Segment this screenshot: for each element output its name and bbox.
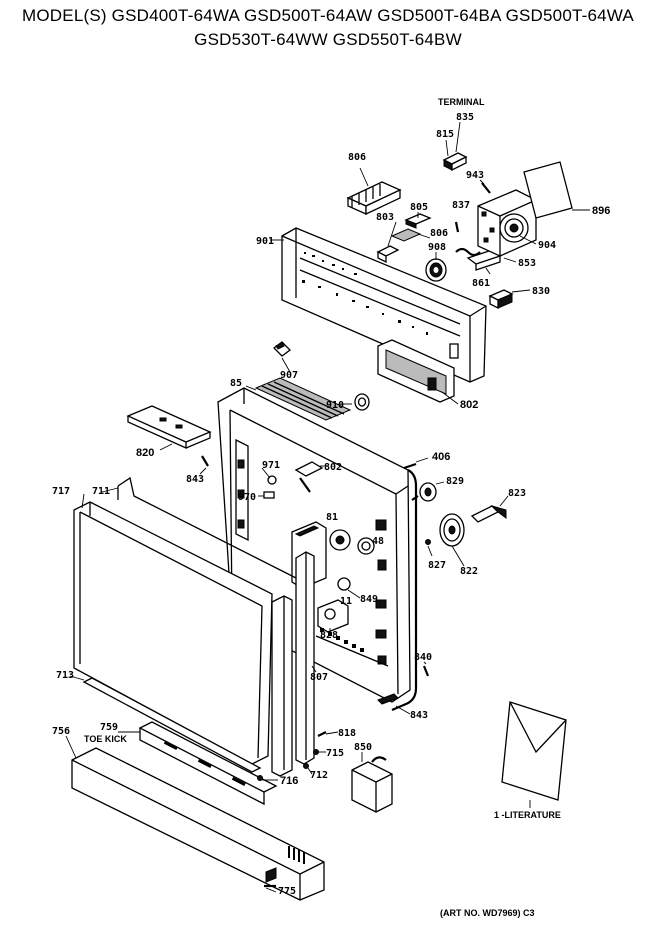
label-711: 711: [92, 486, 110, 497]
label-943: 943: [466, 170, 484, 181]
label-815: 815: [436, 129, 454, 140]
label-843-left: 843: [186, 474, 204, 485]
clip-907: [273, 341, 291, 357]
window-802: [377, 339, 455, 403]
bracket-850: [351, 756, 393, 813]
label-827: 827: [428, 560, 446, 571]
label-849: 849: [360, 594, 378, 605]
label-843-bottom: 843: [410, 710, 428, 721]
screw-818: [317, 731, 327, 737]
switch-830: [488, 289, 514, 310]
label-807: 807: [310, 672, 328, 683]
trim-strip-713: [82, 677, 262, 773]
label-820: 820: [136, 447, 154, 459]
label-756: 756: [52, 726, 70, 737]
label-11: 11: [340, 596, 352, 607]
label-896: 896: [592, 205, 610, 217]
label-823: 823: [508, 488, 526, 499]
label-literature: 1 -LITERATURE: [494, 810, 561, 820]
label-802-latch: 802: [324, 462, 342, 473]
terminal-cap-815: [442, 152, 468, 172]
label-910: 910: [326, 400, 344, 411]
label-775: 775: [278, 886, 296, 897]
label-406: 406: [432, 451, 450, 463]
label-81: 81: [326, 512, 338, 523]
label-713: 713: [56, 670, 74, 681]
label-830: 830: [532, 286, 550, 297]
toe-kick-panel-756: [71, 747, 325, 901]
switch-805: [404, 213, 432, 229]
label-840: 840: [414, 652, 432, 663]
screw-943: [481, 182, 491, 194]
screw-716: [257, 775, 263, 781]
label-803: 803: [376, 212, 394, 223]
label-970: 970: [238, 492, 256, 503]
timer-904: [477, 189, 537, 257]
label-907: 907: [280, 370, 298, 381]
outer-door-panel-717: [73, 476, 301, 765]
label-85: 85: [230, 378, 242, 389]
label-835: 835: [456, 112, 474, 123]
art-number: (ART NO. WD7969) C3: [440, 908, 535, 918]
screw-843-left: [201, 455, 209, 467]
shaft-823: [470, 504, 507, 523]
label-716: 716: [280, 775, 298, 787]
label-759: 759: [100, 722, 118, 733]
bracket-820: [126, 405, 212, 450]
label-901: 901: [256, 236, 274, 247]
control-panel-901: [281, 227, 487, 383]
label-908: 908: [428, 242, 446, 253]
label-802-window: 802: [460, 399, 478, 411]
part-labels: TERMINAL 835 815 806 943 896 837 805 803…: [52, 97, 610, 918]
toe-kick-bracket-759: [138, 721, 278, 806]
label-818: 818: [338, 728, 356, 739]
knob-908: [425, 258, 447, 282]
pin-827: [425, 539, 431, 545]
label-717: 717: [52, 486, 70, 497]
model-list-line-1: MODEL(S) GSD400T-64WA GSD500T-64AW GSD50…: [22, 6, 634, 25]
label-853: 853: [518, 258, 536, 269]
label-861: 861: [472, 278, 490, 289]
gear-822: [439, 513, 465, 547]
label-828: 828: [320, 630, 338, 641]
label-971: 971: [262, 460, 280, 471]
label-terminal: TERMINAL: [438, 97, 485, 107]
grommet-910: [354, 393, 370, 411]
knob-829: [411, 482, 437, 502]
screw-715: [313, 749, 319, 755]
leader-lines: [65, 121, 590, 893]
label-sheet-896: [523, 161, 573, 219]
label-806-top: 806: [348, 152, 366, 163]
label-822: 822: [460, 566, 478, 577]
label-904: 904: [538, 240, 556, 251]
label-806-mid: 806: [430, 228, 448, 239]
label-805: 805: [410, 202, 428, 213]
label-48: 48: [372, 536, 384, 547]
model-list-line-2: GSD530T-64WW GSD550T-64BW: [194, 30, 462, 49]
switch-803: [376, 228, 422, 264]
literature-envelope: [501, 701, 567, 801]
screw-843-bottom: [377, 693, 399, 705]
label-toe-kick: TOE KICK: [84, 734, 127, 744]
screw-840: [422, 665, 430, 677]
label-712: 712: [310, 770, 328, 781]
pin-837: [454, 221, 460, 233]
screw-712: [303, 763, 309, 769]
side-rail-807: [271, 551, 315, 777]
label-850: 850: [354, 742, 372, 753]
connector-block-806: [346, 181, 402, 216]
label-715: 715: [326, 748, 344, 759]
label-829: 829: [446, 476, 464, 487]
screw-406: [403, 462, 417, 470]
label-837: 837: [452, 200, 470, 211]
door-gasket: [391, 469, 418, 712]
